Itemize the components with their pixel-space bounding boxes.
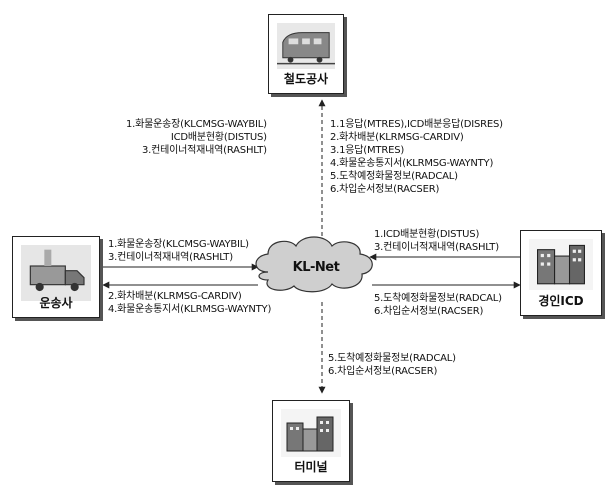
messages-carrier-to-net: 1.화물운송장(KLCMSG-WAYBIL) 3.컨테이너적재내역(RASHLT… xyxy=(108,238,249,264)
message-line: 4.화물운송통지서(KLRMSG-WAYNTY) xyxy=(108,304,272,315)
train-icon xyxy=(277,23,335,70)
node-railroad-label: 철도공사 xyxy=(283,72,329,86)
messages-to-railroad: 1.화물운송장(KLCMSG-WAYBIL) ICD배분현황(DISTUS) 3… xyxy=(126,118,267,157)
messages-net-to-carrier: 2.화차배분(KLRMSG-CARDIV) 4.화물운송통지서(KLRMSG-W… xyxy=(108,290,271,316)
terminal-building-icon xyxy=(281,409,341,457)
node-icd-label: 경인ICD xyxy=(538,294,584,308)
node-carrier-label: 운송사 xyxy=(39,296,73,310)
messages-from-railroad: 1.1응답(MTRES),ICD배분응답(DISRES) 2.화차배분(KLRM… xyxy=(330,118,503,196)
network-cloud-icon xyxy=(255,236,373,293)
message-line: 6.차입순서정보(RACSER) xyxy=(328,366,438,377)
message-line: 1.화물운송장(KLCMSG-WAYBIL) xyxy=(108,239,249,250)
message-line: ICD배분현황(DISTUS) xyxy=(170,132,267,143)
message-line: 5.도착예정화물정보(RADCAL) xyxy=(330,171,458,182)
node-carrier: 운송사 xyxy=(12,236,100,318)
messages-net-to-icd: 5.도착예정화물정보(RADCAL) 6.차입순서정보(RACSER) xyxy=(374,292,502,318)
message-line: 6.차입순서정보(RACSER) xyxy=(330,184,440,195)
message-line: 1.화물운송장(KLCMSG-WAYBIL) xyxy=(126,119,267,130)
message-line: 1.1응답(MTRES),ICD배분응답(DISRES) xyxy=(330,119,503,130)
message-line: 3.컨테이너적재내역(RASHLT) xyxy=(141,145,267,156)
truck-icon xyxy=(21,245,91,301)
node-railroad: 철도공사 xyxy=(268,14,344,94)
message-line: 5.도착예정화물정보(RADCAL) xyxy=(328,353,456,364)
message-line: 6.차입순서정보(RACSER) xyxy=(374,306,484,317)
message-line: 3.1응답(MTRES) xyxy=(330,145,405,156)
message-line: 3.컨테이너적재내역(RASHLT) xyxy=(374,242,499,253)
building-icon xyxy=(529,239,593,291)
node-icd: 경인ICD xyxy=(520,230,602,316)
message-line: 2.화차배분(KLRMSG-CARDIV) xyxy=(108,291,242,302)
node-terminal: 터미널 xyxy=(272,400,350,482)
message-line: 4.화물운송통지서(KLRMSG-WAYNTY) xyxy=(330,158,494,169)
message-line: 2.화차배분(KLRMSG-CARDIV) xyxy=(330,132,464,143)
message-line: 5.도착예정화물정보(RADCAL) xyxy=(374,293,502,304)
message-line: 3.컨테이너적재내역(RASHLT) xyxy=(108,252,233,263)
message-line: 1.ICD배분현황(DISTUS) xyxy=(374,229,480,240)
messages-icd-to-net: 1.ICD배분현황(DISTUS) 3.컨테이너적재내역(RASHLT) xyxy=(374,228,499,254)
network-label: KL-Net xyxy=(292,260,340,275)
node-terminal-label: 터미널 xyxy=(294,460,328,474)
messages-net-to-terminal: 5.도착예정화물정보(RADCAL) 6.차입순서정보(RACSER) xyxy=(328,352,456,378)
